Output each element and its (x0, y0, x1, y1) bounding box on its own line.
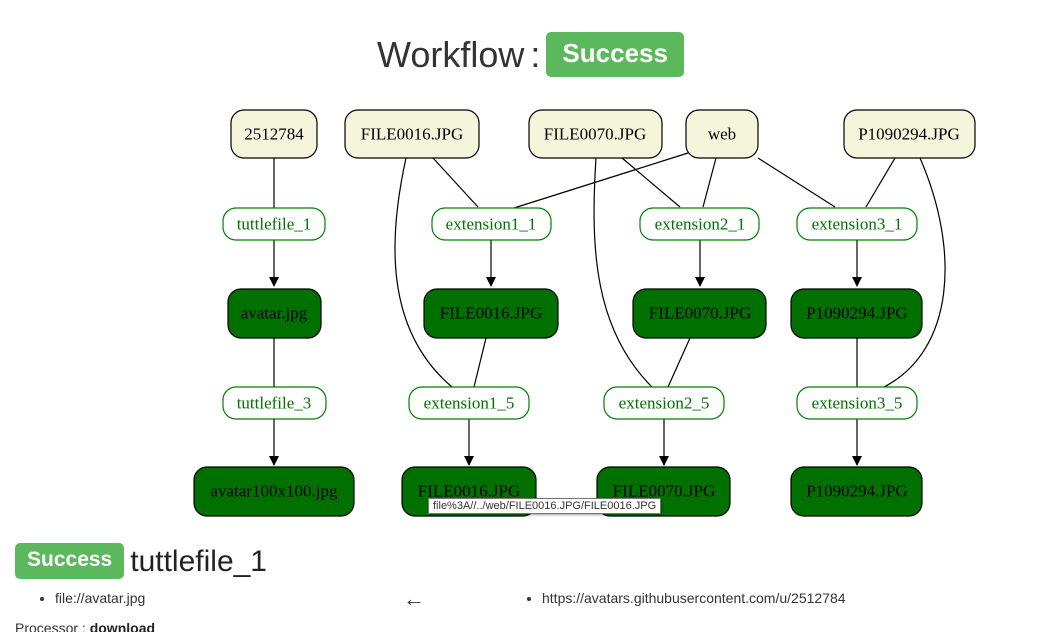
process-label: tuttlefile_1 (237, 215, 312, 234)
input-resource-link[interactable]: file://avatar.jpg (55, 590, 146, 606)
resource-node[interactable]: FILE0016.JPG (344, 109, 480, 159)
process-label: tuttlefile_3 (237, 394, 312, 413)
output-label: P1090294.JPG (806, 304, 908, 323)
process-node[interactable]: extension1_1 (431, 207, 552, 241)
list-item[interactable]: https://avatars.githubusercontent.com/u/… (542, 590, 846, 606)
process-node[interactable]: extension3_1 (796, 207, 918, 241)
process-nodes: tuttlefile_1 extension1_1 extension2_1 e… (222, 207, 918, 420)
edge-web-extension3_1 (757, 157, 836, 208)
edge-file0070-extension2_5 (593, 157, 653, 388)
output-node[interactable]: avatar.jpg (227, 288, 322, 339)
workflow-status-badge: Success (546, 31, 684, 77)
process-name: tuttlefile_1 (130, 545, 267, 578)
left-arrow-icon: ← (403, 586, 425, 611)
node-tooltip: file%3A//../web/FILE0016.JPG/FILE0016.JP… (428, 498, 662, 514)
edge-file0070-out-extension2_5 (667, 337, 691, 388)
graph-edges (269, 152, 946, 466)
resource-label: FILE0016.JPG (361, 125, 463, 144)
output-label: avatar.jpg (241, 304, 308, 323)
output-node[interactable]: P1090294.JPG (790, 288, 923, 339)
process-node[interactable]: extension2_5 (603, 386, 725, 420)
output-label: FILE0016.JPG (440, 304, 542, 323)
output-node[interactable]: P1090294.JPG (790, 466, 923, 517)
edge-p1090294-extension3_1 (865, 157, 896, 208)
output-node[interactable]: FILE0016.JPG (423, 288, 559, 339)
resource-label: P1090294.JPG (858, 125, 960, 144)
process-status-badge: Success (15, 543, 125, 580)
workflow-title-text: Workflow (377, 34, 525, 75)
processor-value: download (89, 620, 156, 632)
edge-file0016-out-extension1_5 (473, 337, 487, 388)
process-node[interactable]: extension3_5 (796, 386, 918, 420)
output-label: avatar100x100.jpg (211, 482, 338, 501)
resource-node[interactable]: web (685, 109, 759, 159)
output-resource-link[interactable]: https://avatars.githubusercontent.com/u/… (542, 590, 846, 606)
process-node[interactable]: tuttlefile_1 (222, 207, 326, 241)
output-label: FILE0070.JPG (613, 482, 715, 501)
output-label: FILE0070.JPG (649, 304, 751, 323)
output-node[interactable]: FILE0070.JPG (632, 288, 767, 339)
process-label: extension3_5 (812, 394, 903, 413)
output-node[interactable]: avatar100x100.jpg (193, 466, 355, 517)
process-node[interactable]: extension1_5 (408, 386, 530, 420)
resource-node[interactable]: P1090294.JPG (843, 109, 976, 159)
output-label: P1090294.JPG (806, 482, 908, 501)
resource-label: 2512784 (244, 125, 304, 144)
output-nodes-row1: avatar.jpg FILE0016.JPG FILE0070.JPG P10… (227, 288, 923, 339)
process-node[interactable]: tuttlefile_3 (222, 386, 327, 420)
process-label: extension3_1 (812, 215, 903, 234)
edge-file0070-extension2_1 (621, 157, 681, 208)
list-item[interactable]: file://avatar.jpg (55, 590, 145, 606)
resource-nodes: 2512784 FILE0016.JPG FILE0070.JPG web P1… (230, 109, 976, 159)
edge-p1090294-extension3_5 (883, 157, 946, 388)
title-separator: : (530, 34, 541, 75)
process-label: extension1_1 (446, 215, 537, 234)
resource-node[interactable]: 2512784 (230, 109, 318, 159)
process-inputs-list: file://avatar.jpg (55, 590, 145, 606)
edge-file0016-extension1_5 (394, 157, 453, 388)
processor-label: Processor : (15, 620, 86, 632)
edge-web-extension1_1 (513, 152, 689, 209)
workflow-graph: 2512784 FILE0016.JPG FILE0070.JPG web P1… (193, 109, 976, 517)
edge-web-extension2_1 (702, 157, 717, 208)
process-label: extension1_5 (424, 394, 515, 413)
process-label: extension2_5 (619, 394, 710, 413)
output-label: FILE0016.JPG (418, 482, 520, 501)
process-node[interactable]: extension2_1 (639, 207, 760, 241)
resource-label: web (708, 125, 736, 144)
process-label: extension2_1 (655, 215, 746, 234)
resource-node[interactable]: FILE0070.JPG (528, 109, 663, 159)
process-outputs-list: https://avatars.githubusercontent.com/u/… (542, 590, 846, 606)
resource-label: FILE0070.JPG (544, 125, 646, 144)
processor-line: Processor : download (15, 620, 155, 632)
edge-file0016-extension1_1 (432, 157, 479, 208)
page-title: Workflow:Success (0, 31, 1061, 80)
